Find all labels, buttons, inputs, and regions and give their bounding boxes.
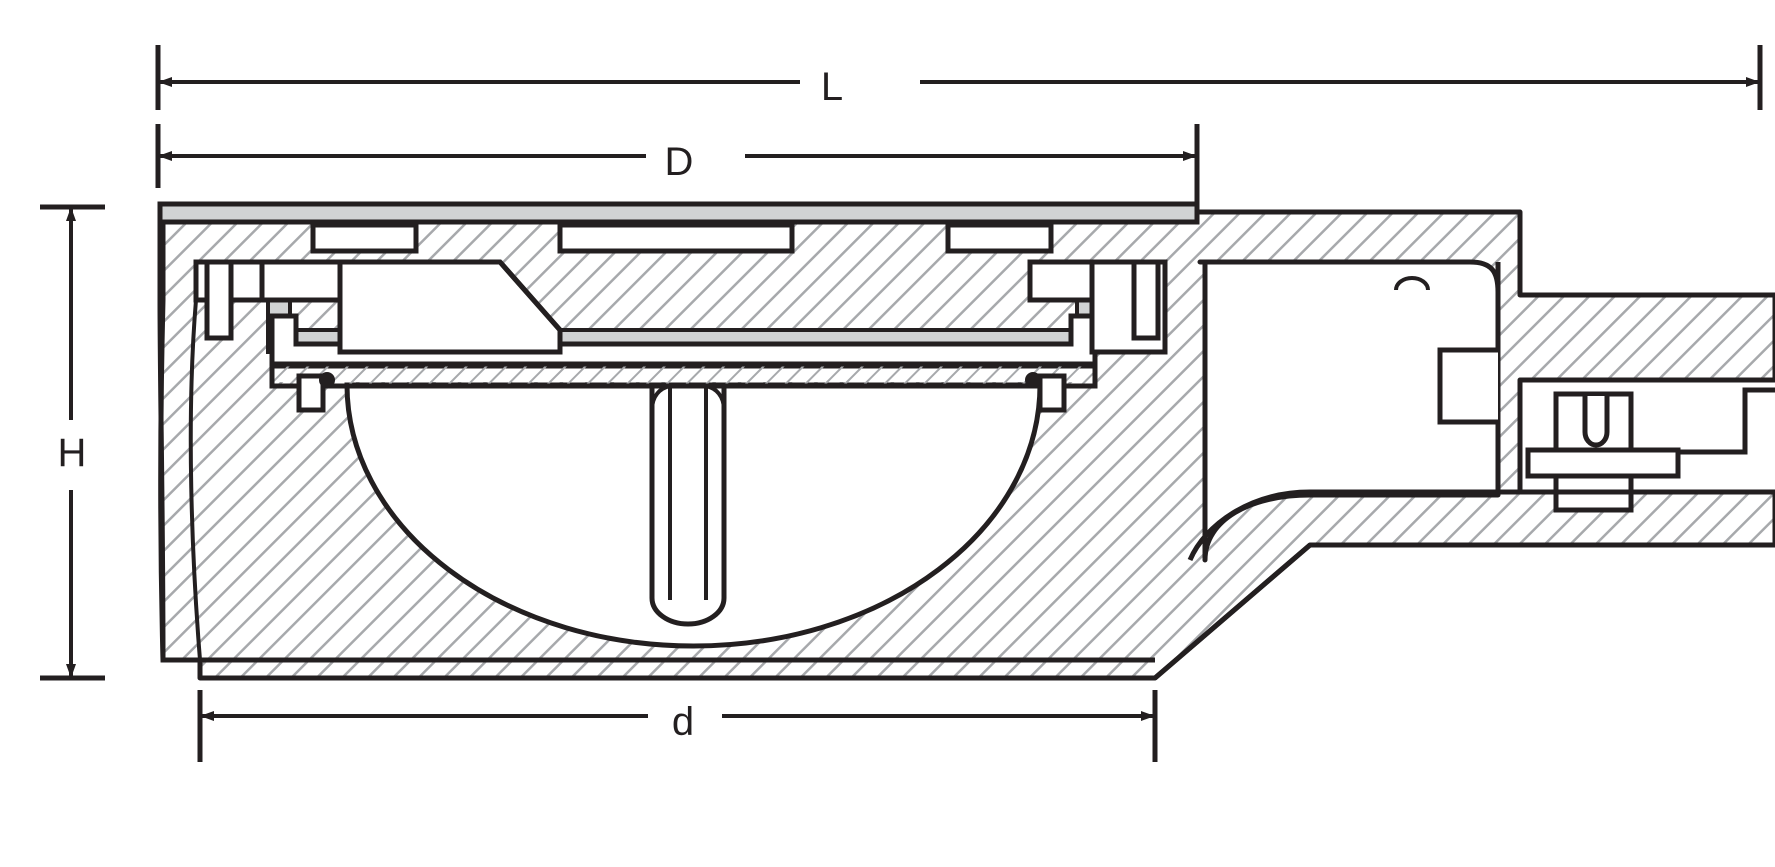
- bolt-bore-left-lower: [296, 373, 326, 413]
- dimension-label-H: H: [58, 431, 87, 475]
- pocket-right: [945, 222, 1054, 254]
- clamp-nut-block: [1553, 391, 1634, 453]
- left-contour: [158, 218, 203, 678]
- backing-plate: [269, 361, 1098, 389]
- retaining-pin-right: [1025, 372, 1041, 388]
- left-upper-pocket: [259, 259, 343, 303]
- bolt-bore-right: [1131, 259, 1161, 341]
- base-flange-right: [1187, 489, 1775, 562]
- left-inner-contour: [188, 299, 202, 661]
- left-slant-wall: [498, 260, 562, 332]
- top-surface-pockets: [310, 222, 1054, 254]
- clamp-stud-slot: [1582, 396, 1610, 448]
- dimension-label-D: D: [665, 140, 694, 184]
- dimension-label-d: d: [672, 700, 694, 744]
- dimension-L: L: [155, 45, 1763, 110]
- dimension-d: d: [197, 690, 1158, 762]
- bolt-bore-left: [204, 259, 234, 341]
- drawing-root: L D H d: [40, 45, 1775, 762]
- pocket-left: [310, 222, 419, 254]
- bolt-bore-right-lower: [1037, 373, 1067, 413]
- pocket-center: [557, 222, 795, 254]
- center-post: [649, 382, 727, 627]
- dimension-H: H: [40, 204, 105, 681]
- dimension-D: D: [155, 124, 1200, 205]
- clamp-seat-left: [1437, 347, 1498, 425]
- clamp-washer: [1525, 447, 1681, 479]
- dimension-label-L: L: [821, 65, 843, 109]
- base-flange: [200, 543, 1312, 681]
- retaining-pin-left: [319, 372, 335, 388]
- top-cover-plate: [157, 201, 1200, 225]
- clamp-seat-right: [1678, 387, 1775, 455]
- side-bracket: [1197, 259, 1501, 563]
- pillar-notch: [1394, 276, 1430, 291]
- bracket-cavity: [1197, 259, 1501, 563]
- left-transition-pocket: [337, 259, 563, 355]
